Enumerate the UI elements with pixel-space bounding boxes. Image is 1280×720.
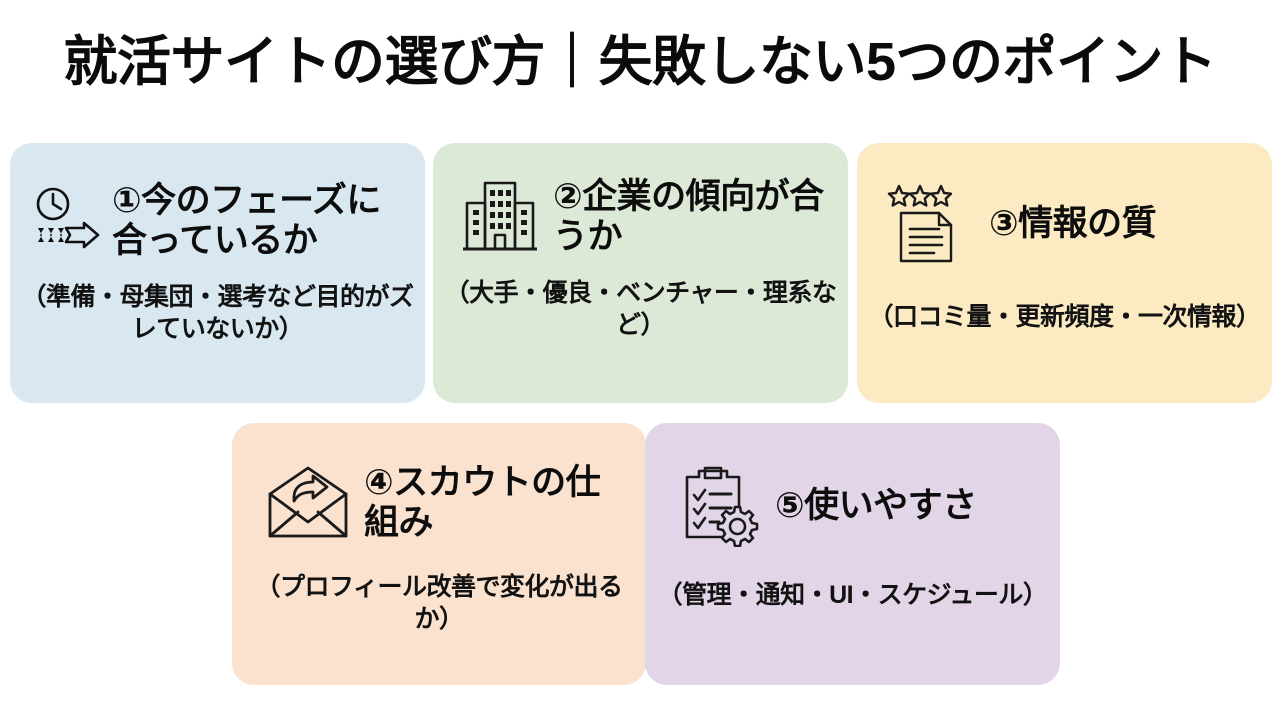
point-card-1: ①今のフェーズに合っているか （準備・母集団・選考など目的がズレていないか） — [10, 143, 425, 403]
card-title: ①今のフェーズに合っているか — [112, 181, 381, 260]
card-header: ⑤使いやすさ — [645, 465, 1060, 547]
clock-arrow-icon — [32, 184, 106, 258]
card-title: ②企業の傾向が合うか — [553, 177, 824, 256]
card-title: ⑤使いやすさ — [775, 486, 977, 526]
card-content: ②企業の傾向が合うか （大手・優良・ベンチャー・理系など） — [433, 143, 848, 403]
envelope-arrow-icon — [266, 464, 350, 542]
card-title: ④スカウトの仕組み — [364, 463, 601, 542]
card-content: ④スカウトの仕組み （プロフィール改善で変化が出るか） — [232, 423, 646, 685]
card-subtitle: （準備・母集団・選考など目的がズレていないか） — [21, 282, 414, 343]
card-header: ④スカウトの仕組み — [232, 463, 646, 543]
point-card-3: ③情報の質 （口コミ量・更新頻度・一次情報） — [857, 143, 1272, 403]
card-subtitle: （口コミ量・更新頻度・一次情報） — [868, 303, 1261, 331]
page-title-text: 就活サイトの選び方｜失敗しない5つのポイント — [63, 32, 1217, 92]
card-subtitle: （プロフィール改善で変化が出るか） — [255, 572, 623, 633]
document-stars-icon — [887, 183, 967, 265]
point-card-4: ④スカウトの仕組み （プロフィール改善で変化が出るか） — [232, 423, 646, 685]
point-card-5: ⑤使いやすさ （管理・通知・UI・スケジュール） — [645, 423, 1060, 685]
card-header: ③情報の質 — [857, 183, 1272, 265]
card-header: ②企業の傾向が合うか — [433, 177, 848, 257]
card-content: ①今のフェーズに合っているか （準備・母集団・選考など目的がズレていないか） — [10, 143, 425, 403]
point-card-2: ②企業の傾向が合うか （大手・優良・ベンチャー・理系など） — [433, 143, 848, 403]
card-subtitle: （管理・通知・UI・スケジュール） — [657, 581, 1048, 609]
card-title: ③情報の質 — [989, 204, 1157, 244]
card-header: ①今のフェーズに合っているか — [10, 181, 425, 261]
page-title: 就活サイトの選び方｜失敗しない5つのポイント — [0, 20, 1280, 104]
clipboard-gear-icon — [679, 465, 759, 547]
card-subtitle: （大手・優良・ベンチャー・理系など） — [444, 279, 837, 339]
card-content: ③情報の質 （口コミ量・更新頻度・一次情報） — [857, 143, 1272, 403]
card-content: ⑤使いやすさ （管理・通知・UI・スケジュール） — [645, 423, 1060, 685]
office-building-icon — [461, 177, 539, 257]
